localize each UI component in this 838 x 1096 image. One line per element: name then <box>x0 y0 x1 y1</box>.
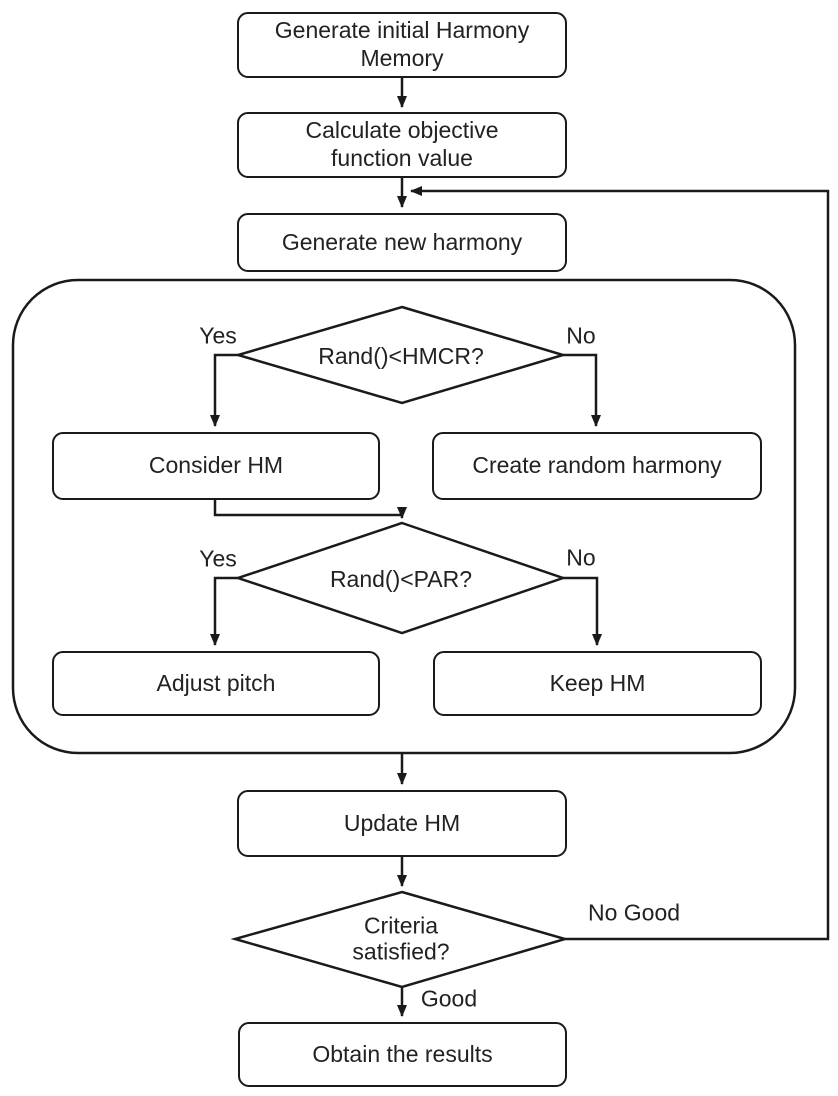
par-no-label: No <box>566 544 596 571</box>
node-keep-hm: Keep HM <box>433 651 762 716</box>
node-label: Adjust pitch <box>156 669 276 696</box>
edge-hmcr-no <box>563 353 601 427</box>
node-create-random-harmony: Create random harmony <box>432 432 762 500</box>
edge-feedback-loop <box>410 186 830 941</box>
node-generate-new-harmony: Generate new harmony <box>237 213 567 272</box>
par-yes-label: Yes <box>199 545 237 572</box>
node-consider-hm: Consider HM <box>52 432 380 500</box>
par-decision-label: Rand()<PAR? <box>329 565 473 592</box>
node-generate-initial-harmony-memory: Generate initial Harmony Memory <box>237 12 567 78</box>
node-adjust-pitch: Adjust pitch <box>52 651 380 716</box>
node-label: Calculate objective function value <box>305 117 499 171</box>
node-update-hm: Update HM <box>237 790 567 857</box>
criteria-no-good-label: No Good <box>587 899 681 926</box>
node-label: Generate initial Harmony Memory <box>274 17 530 71</box>
node-label: Generate new harmony <box>281 228 523 255</box>
par-decision-diamond <box>234 521 567 635</box>
hmcr-decision-diamond <box>233 305 568 405</box>
node-obtain-the-results: Obtain the results <box>238 1022 567 1087</box>
edge-par-no <box>563 576 602 646</box>
edge-considerhm-to-par <box>213 500 407 519</box>
node-label: Consider HM <box>148 452 284 479</box>
criteria-decision-label: Criteria satisfied? <box>352 912 450 965</box>
loop-container-outline <box>11 278 797 755</box>
hmcr-decision-label: Rand()<HMCR? <box>318 342 484 369</box>
node-label: Keep HM <box>549 669 646 696</box>
node-label: Create random harmony <box>472 452 722 479</box>
edge-par-yes <box>210 576 238 646</box>
hmcr-no-label: No <box>566 322 596 349</box>
criteria-good-label: Good <box>420 985 478 1012</box>
hmcr-yes-label: Yes <box>199 322 237 349</box>
node-label: Update HM <box>343 809 461 836</box>
node-label: Obtain the results <box>312 1040 493 1067</box>
node-calculate-objective-function-value: Calculate objective function value <box>237 112 567 178</box>
edge-hmcr-yes <box>210 353 238 427</box>
